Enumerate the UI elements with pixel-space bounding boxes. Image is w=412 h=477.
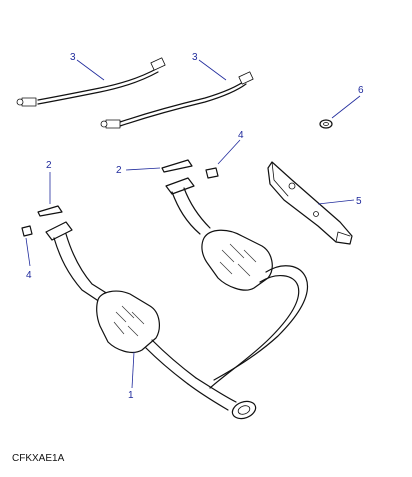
- gasket-cone-right[interactable]: [161, 159, 193, 173]
- sensor-cable-lower[interactable]: [100, 71, 254, 129]
- callout-2-right: 2: [116, 165, 122, 176]
- callout-3-upper: 3: [70, 52, 76, 63]
- callout-4-left: 4: [26, 270, 32, 281]
- diagram-code: CFKXAE1A: [12, 453, 65, 464]
- callout-1: 1: [128, 390, 134, 401]
- exhaust-front-pipe-assembly[interactable]: [45, 177, 309, 422]
- callout-2-left: 2: [46, 160, 52, 171]
- callout-6: 6: [358, 85, 364, 96]
- callout-leaders: [25, 59, 361, 389]
- gasket-cone-left[interactable]: [37, 205, 63, 217]
- clamp-left[interactable]: [21, 225, 33, 237]
- callout-4-right: 4: [238, 130, 244, 141]
- sensor-cable-upper[interactable]: [16, 57, 166, 107]
- heat-shield-bracket[interactable]: [267, 161, 353, 245]
- callout-5: 5: [356, 196, 362, 207]
- clamp-right[interactable]: [205, 167, 219, 179]
- nut-part[interactable]: [319, 119, 333, 129]
- callout-3-lower: 3: [192, 52, 198, 63]
